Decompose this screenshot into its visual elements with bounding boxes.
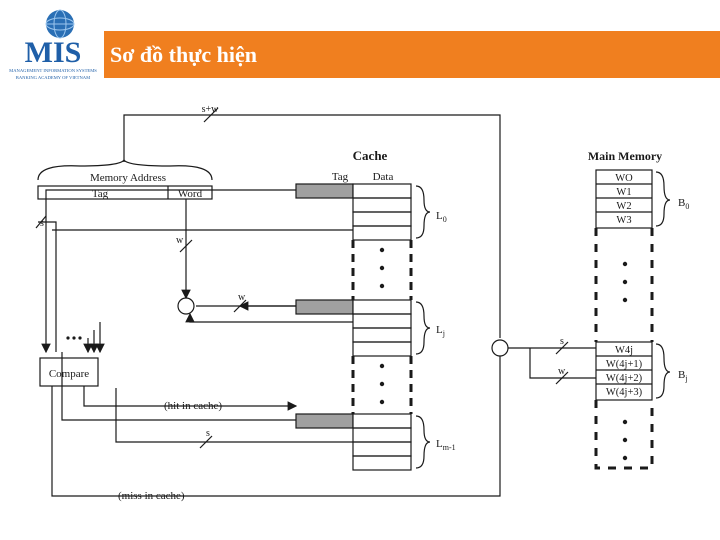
cache-block-0 <box>295 183 412 241</box>
memory-word-4j2: W(4j+2) <box>606 373 643 384</box>
compare-box <box>39 357 99 387</box>
memory-block-0 <box>595 169 653 229</box>
address-word-label: Word <box>178 188 203 200</box>
memory-block-j <box>595 341 653 401</box>
mis-logo: MIS MANAGEMENT INFORMATION SYSTEMS BANKI… <box>9 9 97 80</box>
bus-s-label-3: s <box>560 336 564 347</box>
bus-s-label-1: s <box>40 218 44 229</box>
bus-w-label-2: w <box>238 292 246 303</box>
line-label-m: Lm-1 <box>436 438 456 452</box>
memory-address-register <box>37 185 213 200</box>
line-label-j: Lj <box>436 324 445 338</box>
line-label-0: L0 <box>436 210 447 224</box>
memory-word-4j: W4j <box>615 345 633 356</box>
memory-word-3: W3 <box>616 215 631 226</box>
memory-select-circle <box>491 339 509 357</box>
logo-line1: MANAGEMENT INFORMATION SYSTEMS <box>9 68 97 73</box>
block-label-0: B0 <box>678 197 689 211</box>
memory-word-0: WO <box>615 173 633 184</box>
main-memory-title: Main Memory <box>588 149 662 163</box>
cache-block-j <box>295 299 412 357</box>
address-bus-top <box>123 114 501 338</box>
page-title: Sơ đồ thực hiện <box>110 42 258 67</box>
miss-label: (miss in cache) <box>118 490 185 502</box>
hit-label: (hit in cache) <box>164 400 222 412</box>
address-tag-label: Tag <box>92 188 109 200</box>
logo-text: MIS <box>25 36 82 69</box>
bus-w-label-1: w <box>176 235 184 246</box>
memory-address-brace <box>37 158 213 181</box>
comparator-circle <box>177 297 195 315</box>
address-width-label: s+w <box>202 104 220 115</box>
compare-label: Compare <box>49 368 89 380</box>
logo-line2: BANKING ACADEMY OF VIETNAM <box>16 75 90 80</box>
cache-title: Cache <box>353 148 388 163</box>
memory-word-1: W1 <box>616 187 631 198</box>
bus-s-label-2: s <box>206 428 210 439</box>
block-label-j: Bj <box>678 369 688 383</box>
header-bar <box>104 31 720 78</box>
memory-address-label: Memory Address <box>90 172 166 184</box>
memory-word-2: W2 <box>616 201 631 212</box>
cache-ellipsis <box>66 247 628 461</box>
memory-word-4j1: W(4j+1) <box>606 359 643 370</box>
cache-block-m <box>295 413 412 471</box>
memory-word-4j3: W(4j+3) <box>606 387 643 398</box>
tag-bus-s <box>38 221 57 352</box>
cache-data-header: Data <box>373 171 394 183</box>
bus-w-label-3: w <box>558 366 566 377</box>
globe-icon <box>45 9 75 39</box>
cache-tag-header: Tag <box>332 171 349 183</box>
